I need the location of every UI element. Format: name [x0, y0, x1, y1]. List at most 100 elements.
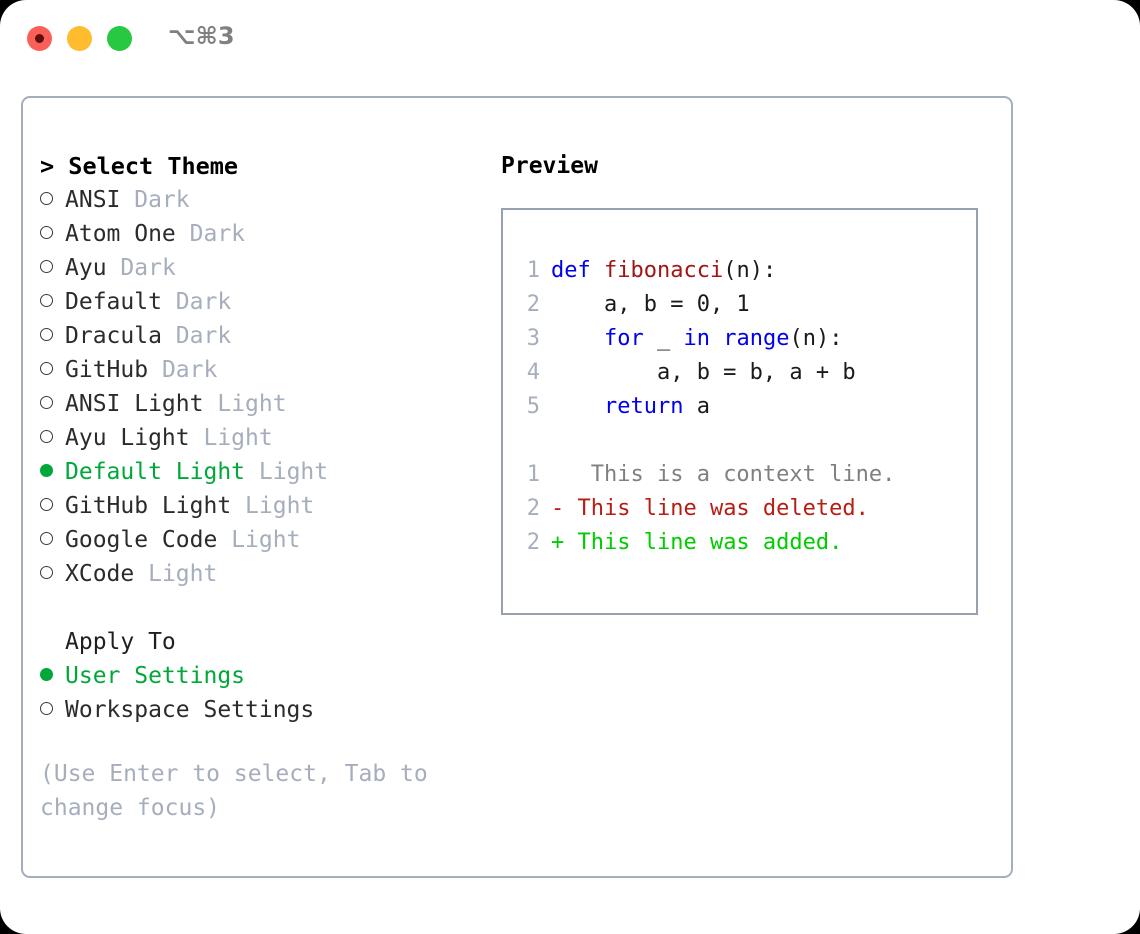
theme-variant: Light	[245, 493, 315, 519]
theme-item-google-code[interactable]: Google Code Light	[40, 523, 480, 557]
window-controls	[27, 26, 132, 51]
code-token: in	[683, 326, 710, 351]
code-token: (n):	[723, 258, 777, 283]
code-token: a, b = 0, 1	[551, 292, 750, 317]
maximize-button[interactable]	[107, 26, 132, 51]
radio-icon	[40, 251, 65, 285]
code-token: def	[551, 258, 604, 283]
code-token: _	[643, 326, 684, 351]
close-button[interactable]	[27, 26, 52, 51]
theme-item-ansi-dark[interactable]: ANSI Dark	[40, 183, 480, 217]
radio-icon	[40, 183, 65, 217]
theme-name: Google Code	[65, 527, 218, 553]
diff-line-context: 1 This is a context line.	[518, 458, 970, 492]
radio-icon	[40, 353, 65, 387]
code-token: range	[723, 326, 790, 351]
line-number: 3	[526, 326, 540, 351]
theme-variant: Light	[148, 561, 218, 587]
diff-text: This line was added.	[564, 530, 843, 555]
code-line: 3 for _ in range(n):	[518, 322, 970, 356]
theme-variant: Light	[258, 459, 329, 485]
diff-sign: +	[551, 530, 565, 555]
theme-name: Default	[65, 289, 162, 315]
code-token: (n):	[789, 326, 843, 351]
theme-name: Default Light	[65, 459, 246, 485]
theme-name: ANSI Light	[65, 391, 204, 417]
line-number: 1	[526, 462, 540, 487]
theme-name: GitHub Light	[65, 493, 232, 519]
theme-item-atom-one-dark[interactable]: Atom One Dark	[40, 217, 480, 251]
radio-icon	[40, 693, 65, 727]
theme-variant: Light	[203, 425, 273, 451]
select-theme-header: > Select Theme	[40, 152, 239, 180]
radio-icon-selected	[40, 455, 65, 489]
radio-icon	[40, 557, 65, 591]
title-bar: ⌥⌘3	[0, 0, 1140, 78]
theme-name: Ayu Light	[65, 425, 190, 451]
theme-name: Dracula	[65, 323, 162, 349]
theme-variant: Light	[217, 391, 287, 417]
radio-icon	[40, 319, 65, 353]
diff-sign	[551, 462, 564, 487]
theme-name: XCode	[65, 561, 135, 587]
diff-text: This is a context line.	[564, 462, 896, 487]
code-token	[551, 394, 604, 419]
theme-variant: Dark	[161, 357, 218, 383]
code-token: a, b = b, a + b	[551, 360, 856, 385]
theme-name: ANSI	[65, 187, 121, 213]
code-token	[551, 326, 604, 351]
code-blank-line	[518, 424, 970, 458]
theme-name: GitHub	[65, 357, 149, 383]
code-token	[710, 326, 723, 351]
keyboard-shortcut-label: ⌥⌘3	[168, 22, 235, 50]
theme-item-dracula-dark[interactable]: Dracula Dark	[40, 319, 480, 353]
line-number: 2	[526, 496, 540, 521]
theme-variant: Dark	[175, 323, 232, 349]
theme-item-ayu-dark[interactable]: Ayu Dark	[40, 251, 480, 285]
theme-item-default-light[interactable]: Default Light Light	[40, 455, 480, 489]
line-number: 2	[526, 530, 540, 555]
theme-item-ayu-light[interactable]: Ayu Light Light	[40, 421, 480, 455]
apply-to-user-settings[interactable]: User Settings	[40, 659, 480, 693]
diff-line-added: 2 + This line was added.	[518, 526, 970, 560]
code-token: for	[603, 326, 644, 351]
radio-icon	[40, 285, 65, 319]
apply-to-workspace-settings[interactable]: Workspace Settings	[40, 693, 480, 727]
list-spacer	[40, 591, 480, 625]
line-number: 1	[526, 258, 540, 283]
radio-icon	[40, 489, 65, 523]
keyboard-hint-text: (Use Enter to select, Tab to change focu…	[40, 761, 428, 821]
code-line: 1 def fibonacci(n):	[518, 254, 970, 288]
radio-icon	[40, 387, 65, 421]
theme-item-ansi-light[interactable]: ANSI Light Light	[40, 387, 480, 421]
radio-icon	[40, 421, 65, 455]
code-token: fibonacci	[603, 258, 724, 283]
code-line: 2 a, b = 0, 1	[518, 288, 970, 322]
theme-item-xcode[interactable]: XCode Light	[40, 557, 480, 591]
code-token: a	[683, 394, 710, 419]
line-number: 2	[526, 292, 540, 317]
theme-selector-panel: > Select Theme ANSI Dark Atom One Dark A…	[21, 96, 1013, 878]
apply-to-option-label: Workspace Settings	[65, 697, 315, 723]
theme-variant: Light	[231, 527, 301, 553]
theme-name: Atom One	[65, 221, 176, 247]
theme-item-github-light[interactable]: GitHub Light Light	[40, 489, 480, 523]
theme-variant: Dark	[134, 187, 190, 213]
preview-title: Preview	[501, 153, 598, 179]
theme-item-default-dark[interactable]: Default Dark	[40, 285, 480, 319]
code-token: return	[603, 394, 684, 419]
theme-variant: Dark	[189, 221, 246, 247]
line-number: 4	[526, 360, 540, 385]
apply-to-label: Apply To	[65, 629, 176, 655]
minimize-button[interactable]	[67, 26, 92, 51]
apply-to-option-label: User Settings	[65, 663, 246, 689]
theme-list-column: > Select Theme ANSI Dark Atom One Dark A…	[40, 149, 480, 825]
diff-line-deleted: 2- This line was deleted.	[518, 492, 970, 526]
radio-icon	[40, 217, 65, 251]
theme-name: Ayu	[65, 255, 107, 281]
theme-item-github-dark[interactable]: GitHub Dark	[40, 353, 480, 387]
diff-sign: -	[551, 496, 565, 521]
